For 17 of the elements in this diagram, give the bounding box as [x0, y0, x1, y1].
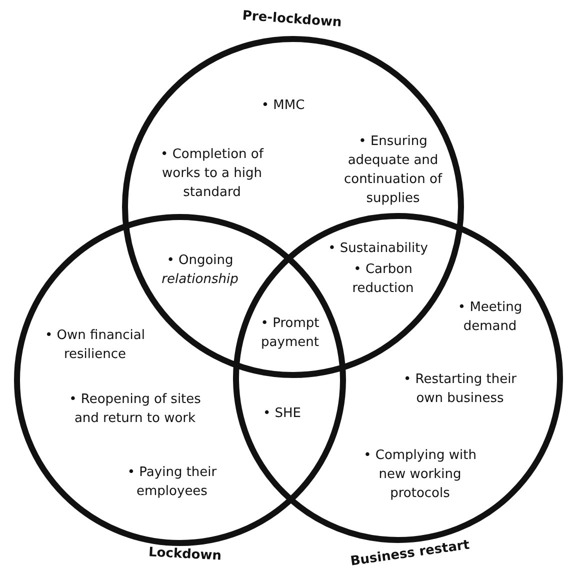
- bullet-point: • Own financial resilience: [44, 327, 146, 364]
- bullet-point: • Prompt payment: [260, 315, 320, 352]
- bullet-point: • Sustainability: [327, 240, 429, 258]
- bullet-point: • Paying their employees: [126, 464, 218, 501]
- circle-heading: Lockdown: [148, 545, 222, 564]
- bullet-point: • Complying with new working protocols: [362, 447, 478, 503]
- bullet-point: • Ongoing relationship: [160, 252, 240, 289]
- bullet-point: • Reopening of sites and return to work: [68, 391, 202, 428]
- circle-heading: Business restart: [350, 538, 470, 569]
- bullet-point: • SHE: [262, 405, 302, 423]
- bullet-point: • Meeting demand: [456, 299, 524, 336]
- bullet-point: • Carbon reduction: [351, 261, 415, 298]
- bullet-point: • MMC: [260, 97, 306, 115]
- bullet-point: • Ensuring adequate and continuation of supplies: [342, 133, 444, 208]
- circle-heading: Pre-lockdown: [242, 8, 342, 30]
- bullet-point: • Completion of works to a high standard: [160, 146, 265, 202]
- bullet-point: • Restarting their own business: [402, 371, 518, 408]
